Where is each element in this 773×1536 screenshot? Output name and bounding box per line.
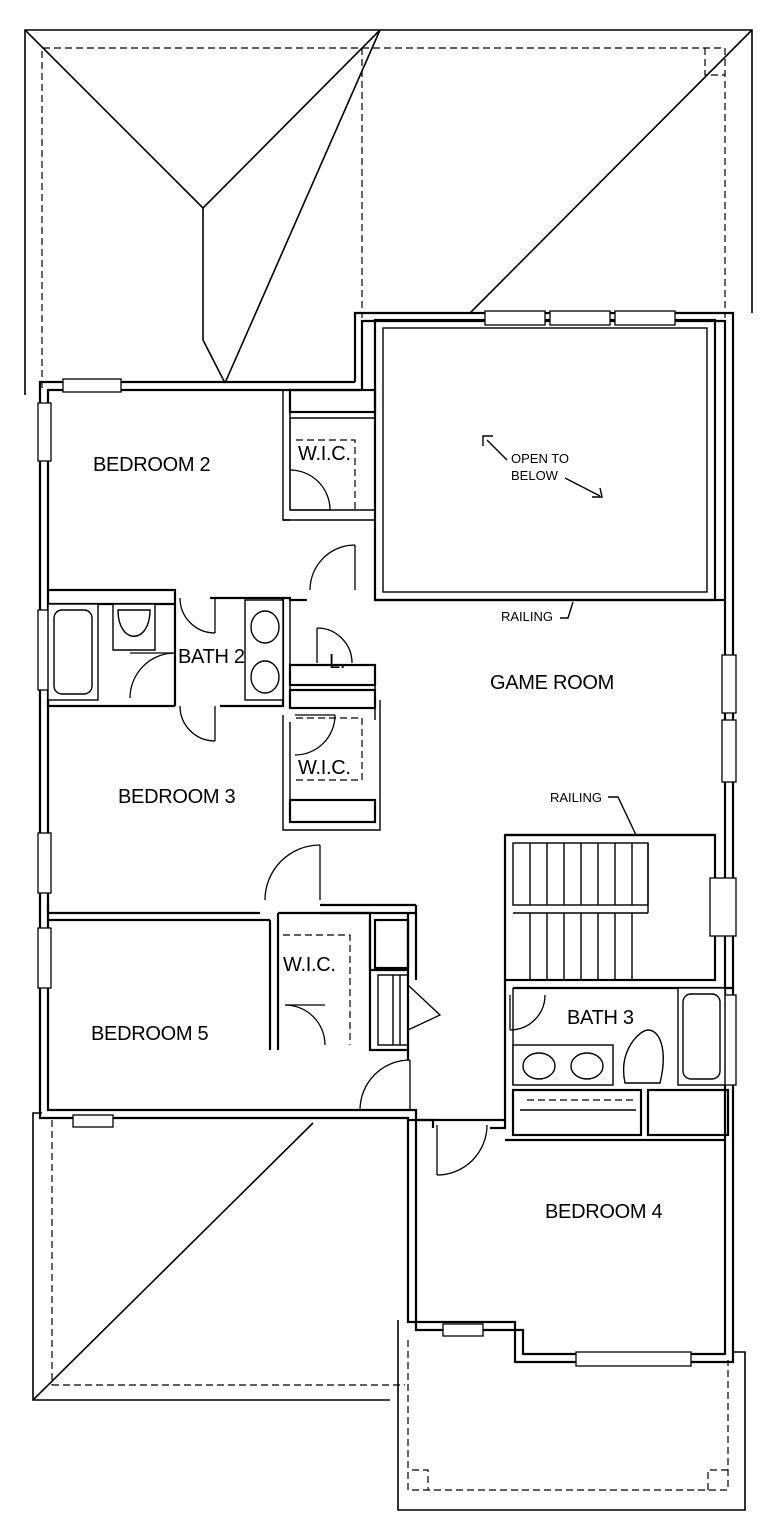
- bath-2-label: BATH 2: [178, 646, 245, 668]
- staircase: [529, 843, 633, 980]
- closet-shelves: [283, 439, 633, 1101]
- railing-notes: RAILING RAILING: [501, 601, 637, 836]
- railing-label-stair: RAILING: [550, 790, 602, 805]
- roof-bottom-left: [32, 1112, 405, 1401]
- doors: [129, 469, 546, 1176]
- bedroom-3-label: BEDROOM 3: [118, 786, 235, 808]
- railing-label-top: RAILING: [501, 609, 553, 624]
- windows: [37, 310, 737, 1367]
- open-to-below-label-line2: BELOW: [511, 468, 559, 483]
- game-room-label: GAME ROOM: [490, 672, 614, 694]
- bedroom-5-label: BEDROOM 5: [91, 1023, 208, 1045]
- roof-bottom-right: [397, 1320, 746, 1511]
- linen-label: L.: [329, 651, 345, 673]
- bedroom-4-label: BEDROOM 4: [545, 1201, 662, 1223]
- bath3-fixtures: [512, 987, 726, 1086]
- wic-2-label: W.I.C.: [298, 757, 351, 779]
- interior-walls: [46, 318, 733, 1142]
- bath-3-label: BATH 3: [567, 1007, 634, 1029]
- bath2-fixtures: [47, 599, 284, 701]
- open-to-below-label-line1: OPEN TO: [511, 451, 569, 466]
- room-labels: BEDROOM 2 W.I.C. BATH 2 L. GAME ROOM W.I…: [91, 443, 663, 1223]
- bedroom-2-label: BEDROOM 2: [93, 454, 210, 476]
- wic-3-label: W.I.C.: [283, 954, 336, 976]
- open-to-below-note: OPEN TO BELOW: [482, 435, 603, 498]
- roof-top: [24, 29, 753, 395]
- wic-1-label: W.I.C.: [298, 443, 351, 465]
